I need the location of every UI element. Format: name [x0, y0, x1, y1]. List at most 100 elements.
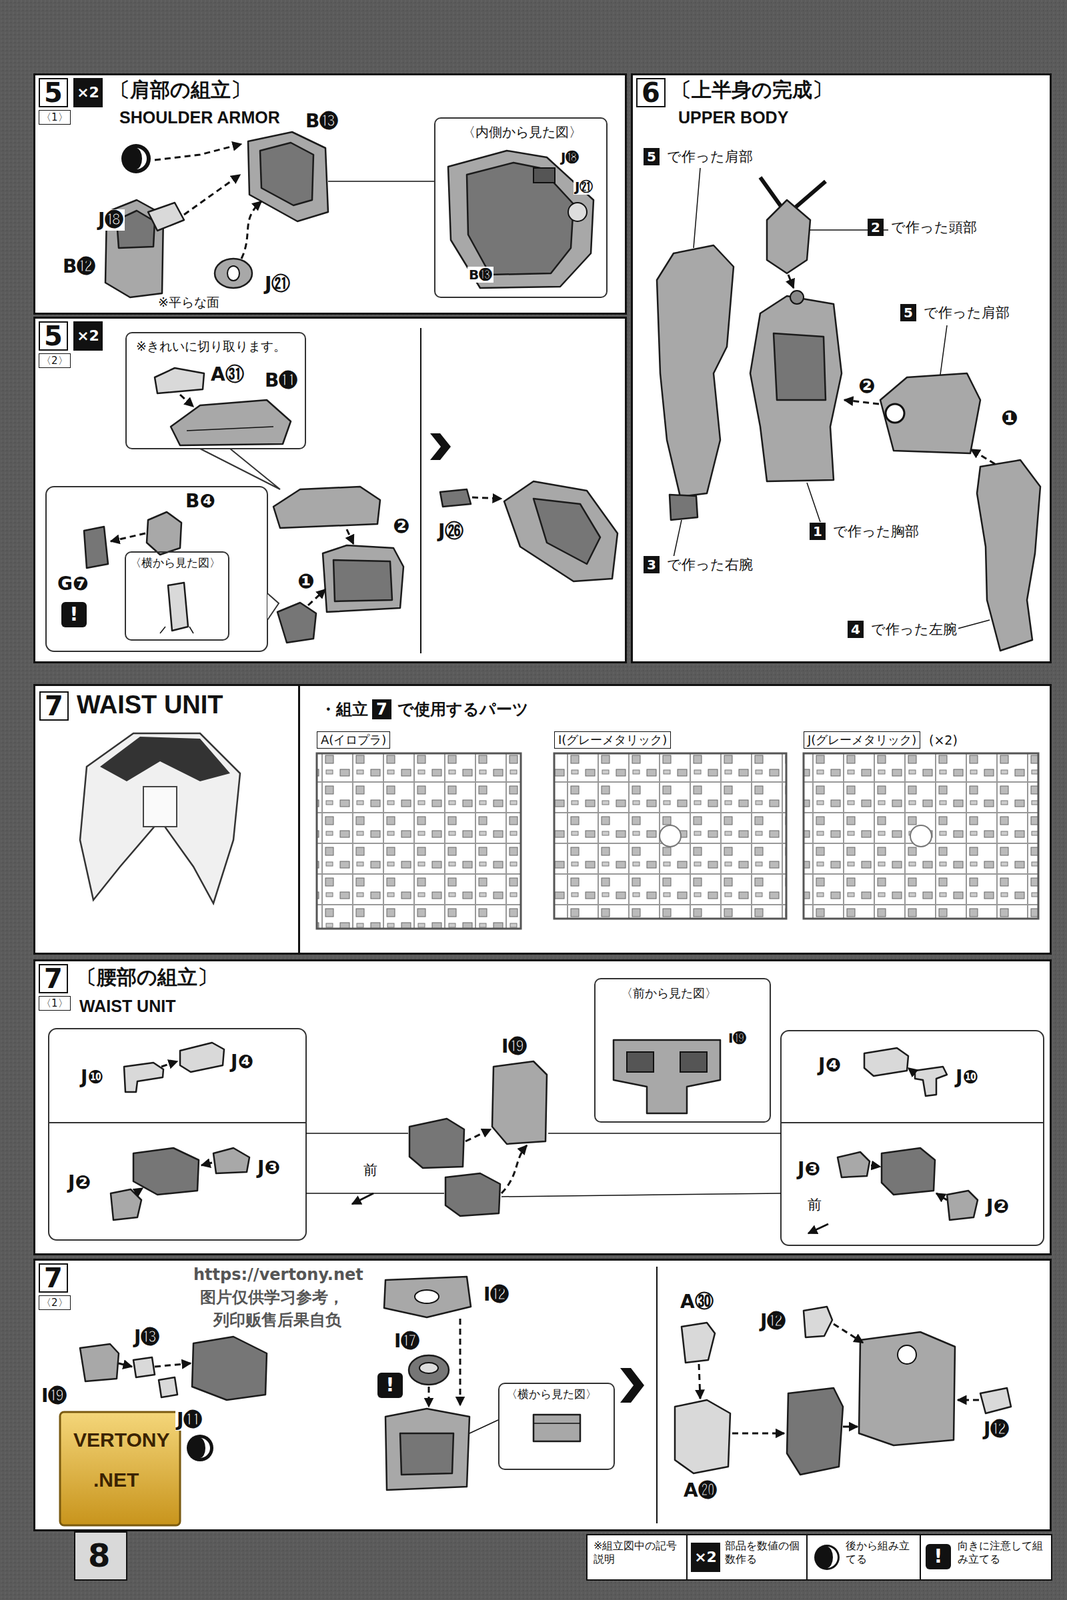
part-number: J❷ [66, 1172, 93, 1194]
part-number: J㉑ [573, 178, 595, 195]
runner-label: J(グレーメタリック) [803, 731, 921, 749]
quantity-symbol: ×2 [73, 78, 103, 108]
inset-view: 〈内側から見た図〉 [434, 117, 608, 299]
part-number: J⓬ [982, 1419, 1011, 1441]
step-order: ❷ [857, 374, 876, 398]
step-order: ❷ [392, 514, 411, 538]
step-order: ❶ [296, 570, 315, 593]
front-indicator: 前 [362, 1161, 379, 1180]
part-number: J⓫ [175, 1409, 204, 1432]
callout-text: で作った肩部 [665, 148, 755, 166]
part-number: B⓬ [61, 256, 97, 278]
callout-text: で作った肩部 [922, 304, 1011, 322]
watermark: https://vertony.net [193, 1265, 364, 1285]
part-number: G❼ [56, 573, 91, 595]
part-number: J❿ [954, 1067, 980, 1089]
callout-text: で作った胸部 [831, 522, 921, 541]
step-ref: 4 [847, 620, 864, 639]
sub-step: 〈2〉 [38, 1295, 71, 1311]
quantity-symbol: ×2 [690, 1543, 721, 1573]
step-ref: 7 [372, 699, 392, 720]
part-number: A㉚ [678, 1291, 715, 1314]
part-number: J㉑ [263, 273, 292, 295]
step-number: 7 [38, 964, 69, 994]
part-number: J㉖ [436, 520, 465, 543]
part-number: I⓳ [726, 1030, 748, 1047]
part-number: I⓳ [40, 1385, 69, 1408]
inset-view: 〈前から見た図〉 [594, 978, 771, 1124]
warning-icon: ! [377, 1373, 403, 1399]
step-number: 7 [38, 1263, 69, 1294]
step-number: 7 [39, 691, 69, 721]
step-ref: 3 [643, 556, 660, 574]
watermark: 列印贩售后果自负 [213, 1311, 342, 1330]
callout-text: で作った右腕 [665, 556, 755, 574]
quantity: (×2) [928, 732, 958, 749]
quantity-symbol: ×2 [73, 321, 103, 351]
part-number: J⓲ [559, 149, 581, 166]
part-number: J❸ [796, 1159, 822, 1181]
part-number: B⓭ [467, 266, 494, 283]
front-indicator: 前 [806, 1196, 823, 1214]
step-panel: 5 〈2〉×2 ※きれいに切り取ります。〈横から見た図〉 [33, 316, 627, 664]
part-number: J❷ [984, 1196, 1011, 1218]
part-number: B⓭ [304, 110, 340, 133]
watermark: 图片仅供学习参考， [200, 1288, 345, 1308]
warning-icon: ! [925, 1544, 951, 1570]
part-number: I⓬ [482, 1284, 511, 1306]
step-panel: 7WAIST UNIT・組立7で使用するパーツ [33, 684, 1052, 955]
sub-step: 〈1〉 [38, 110, 71, 125]
step-ref: 2 [867, 218, 884, 237]
step-ref: 5 [643, 148, 660, 166]
step-title-en: SHOULDER ARMOR [119, 107, 281, 128]
legend-text: 向きに注意して組み立てる [957, 1539, 1049, 1567]
callout-text: で作った頭部 [889, 218, 979, 237]
part-number: J❸ [256, 1157, 282, 1180]
part-number: J⓲ [96, 209, 125, 231]
step-title: 〔肩部の組立〕 [110, 78, 251, 103]
step-order: ❶ [1000, 406, 1019, 430]
legend-text: 後から組み立てる [845, 1539, 918, 1567]
step-title: 〔腰部の組立〕 [76, 965, 218, 990]
sub-step: 〈2〉 [38, 353, 71, 369]
sub-step: 〈1〉 [38, 996, 71, 1011]
part-number: J❹ [816, 1054, 843, 1077]
legend-heading: ※組立図中の記号説明 [593, 1539, 684, 1567]
step-title: 〔上半身の完成〕 [671, 78, 833, 103]
step-panel: 7 〈1〉〔腰部の組立〕 WAIST UNIT 〈前から見た図〉 [33, 959, 1052, 1256]
step-number: 5 [38, 321, 69, 351]
inset-title: 〈横から見た図〉 [506, 1387, 597, 1402]
runner-label: A(イロプラ) [316, 731, 391, 749]
step-ref: 5 [900, 304, 917, 322]
step-number: 6 [636, 78, 666, 108]
step-panel: 5 〈1〉×2 〔肩部の組立〕 SHOULDER ARMOR 〈内側から見た図〉 [33, 73, 627, 315]
runner-label: I(グレーメタリック) [554, 731, 671, 749]
callout-note: ※きれいに切り取ります。 [136, 338, 287, 355]
part-number: J⓭ [132, 1327, 161, 1349]
warning-icon: ! [61, 602, 87, 628]
step-title-en: WAIST UNIT [76, 690, 224, 720]
part-number: J❹ [229, 1051, 255, 1074]
part-number: A㉛ [209, 364, 246, 386]
parts-heading: で使用するパーツ [397, 699, 529, 720]
inset-view: 〈横から見た図〉 [124, 551, 230, 641]
inset-view: 〈横から見た図〉 [498, 1383, 615, 1471]
part-number: I⓱ [392, 1331, 421, 1353]
parts-area: ・組立7で使用するパーツ [298, 686, 1050, 953]
step-ref: 1 [809, 522, 826, 541]
part-number: I⓳ [500, 1036, 529, 1058]
step-title-en: WAIST UNIT [79, 996, 176, 1017]
part-number: A⓴ [682, 1480, 719, 1502]
watermark-badge: .NET [93, 1468, 139, 1493]
inset-title: 〈前から見た図〉 [620, 986, 717, 1001]
parts-heading: ・組立 [320, 699, 369, 720]
step-panel: 7〈2〉〈横から見た図〉 [33, 1259, 1052, 1532]
step-title-en: UPPER BODY [678, 107, 789, 128]
part-number: J⓬ [758, 1311, 787, 1333]
part-number: J❿ [79, 1067, 105, 1089]
page-number: 8 [88, 1537, 111, 1574]
step-number: 5 [38, 78, 69, 108]
part-number: B⓫ [263, 370, 299, 392]
